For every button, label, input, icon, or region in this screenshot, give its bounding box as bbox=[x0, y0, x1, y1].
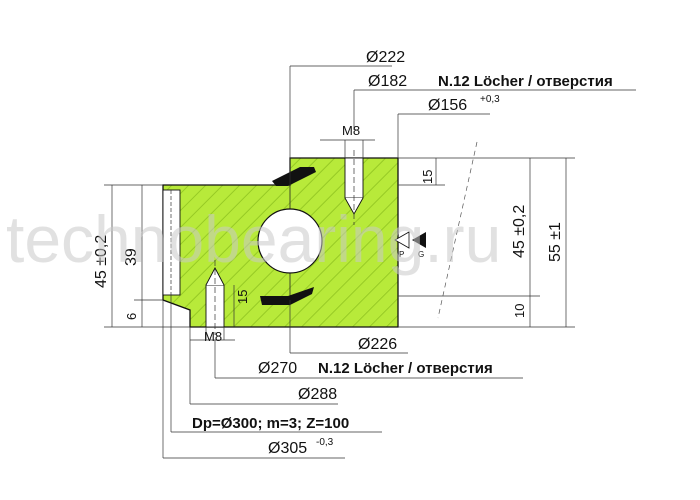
dim-d270: Ø270 bbox=[258, 360, 297, 377]
dim-d222: Ø222 bbox=[366, 49, 405, 66]
seal-top bbox=[272, 167, 316, 186]
dim-h45-right: 45 ±0,2 bbox=[511, 205, 528, 258]
dim-d226: Ø226 bbox=[358, 336, 397, 353]
holes-note-bottom: N.12 Löcher / отверстия bbox=[318, 360, 493, 377]
g-marker bbox=[412, 232, 426, 248]
seal-bottom bbox=[260, 287, 314, 305]
ball-race bbox=[257, 208, 323, 274]
gear-teeth bbox=[162, 189, 181, 296]
dim-h55: 55 ±1 bbox=[547, 222, 564, 262]
dim-h6: 6 bbox=[124, 313, 139, 320]
dim-gear: Dp=Ø300; m=3; Z=100 bbox=[192, 415, 349, 432]
dim-d305-tol: -0,3 bbox=[316, 437, 334, 448]
dim-h15-right: 15 bbox=[420, 170, 435, 184]
dim-m8-top: M8 bbox=[342, 123, 360, 138]
dim-h10: 10 bbox=[512, 304, 527, 318]
dim-h45-left: 45 ±0,2 bbox=[93, 235, 110, 288]
dim-d156: Ø156 bbox=[428, 97, 467, 114]
dim-d288: Ø288 bbox=[298, 386, 337, 403]
dim-h39: 39 bbox=[123, 248, 140, 266]
dim-h15-left: 15 bbox=[235, 290, 250, 304]
label-g: G bbox=[418, 250, 424, 259]
dim-d182: Ø182 bbox=[368, 73, 407, 90]
dim-m8-bottom: M8 bbox=[204, 329, 222, 344]
dim-d305: Ø305 bbox=[268, 440, 307, 457]
watermark: technobearing.ru bbox=[6, 202, 501, 276]
label-p: P bbox=[399, 250, 404, 259]
dim-d156-tol: +0,3 bbox=[480, 94, 500, 105]
holes-note-top: N.12 Löcher / отверстия bbox=[438, 73, 613, 90]
p-marker bbox=[394, 231, 410, 249]
